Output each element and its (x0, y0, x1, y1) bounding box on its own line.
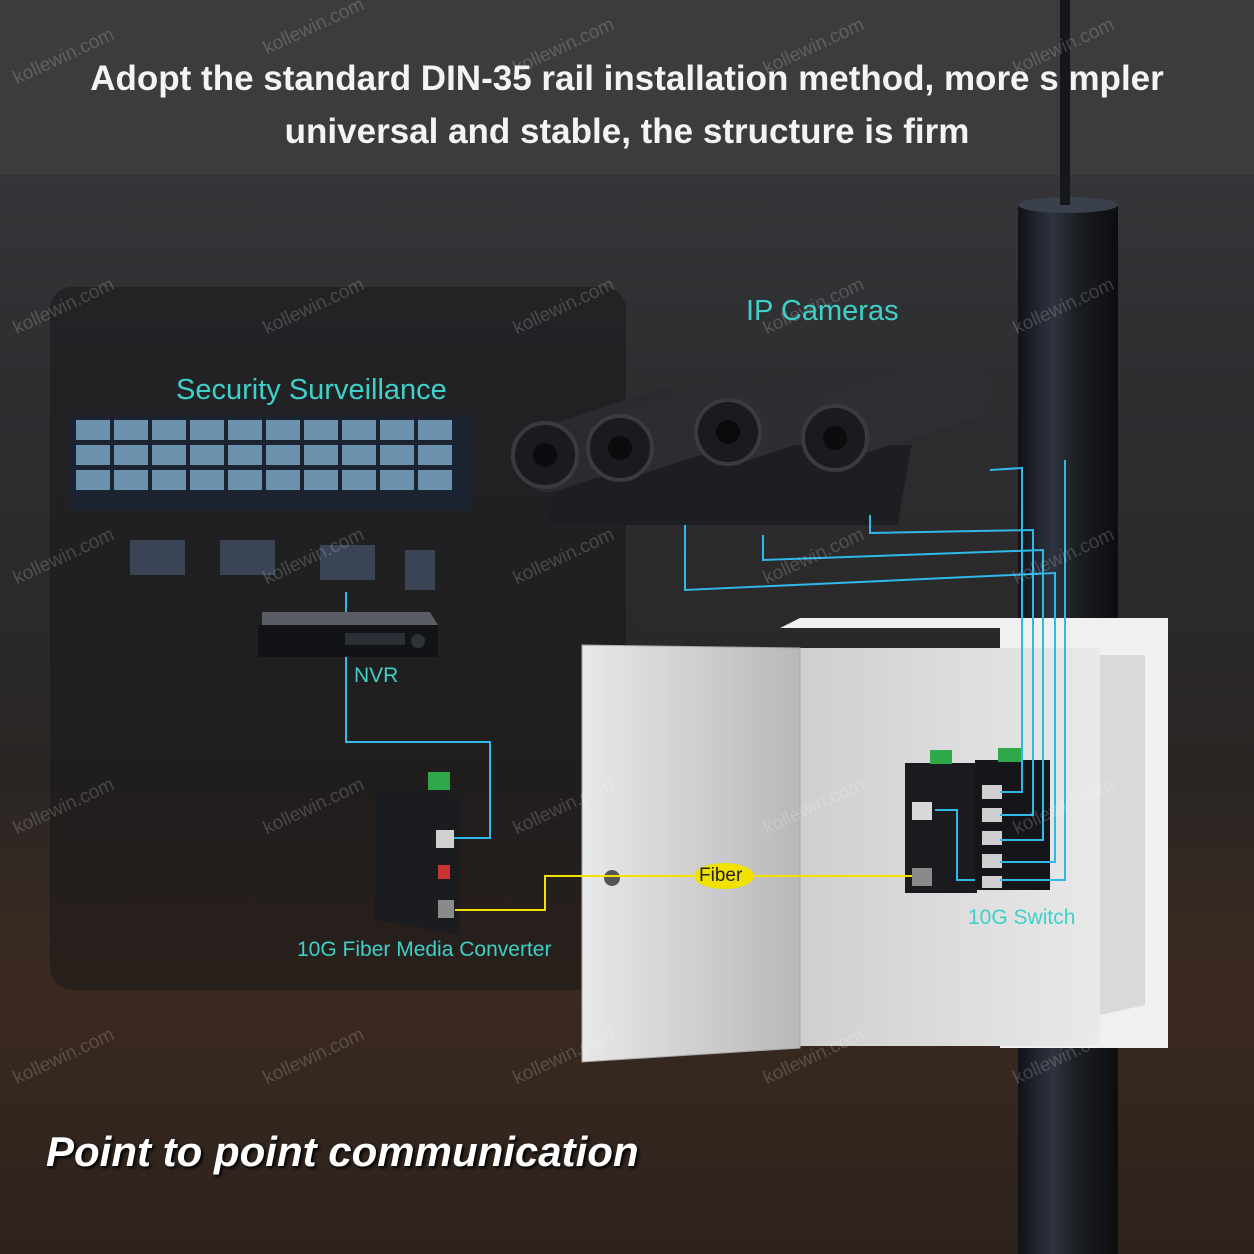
security-surveillance-label: Security Surveillance (176, 374, 447, 406)
media-converter-label: 10G Fiber Media Converter (297, 938, 552, 961)
camera-4-link (989, 466, 1023, 793)
camera-3 (694, 360, 880, 466)
enclosure (581, 618, 1168, 1063)
enclosure-door (581, 644, 801, 1063)
nvr-label: NVR (354, 664, 399, 687)
switch-internal-link (935, 809, 975, 881)
network-links (345, 460, 1066, 881)
camera-3-link (869, 515, 1034, 816)
cable (1060, 0, 1070, 205)
camera-4 (801, 355, 990, 472)
fiber-label: Fiber (699, 865, 743, 886)
headline-line-1: Adopt the standard DIN-35 rail installat… (90, 59, 1164, 98)
nvr-device (258, 612, 438, 657)
ip-cameras-label: IP Cameras (746, 295, 899, 327)
headline-line-2: universal and stable, the structure is f… (284, 112, 970, 151)
video-wall (70, 415, 470, 590)
media-converter-device (375, 772, 460, 935)
ip-cameras (511, 355, 990, 525)
switch-label: 10G Switch (968, 906, 1076, 929)
camera-1-link (684, 525, 1056, 863)
uplink-link (1000, 460, 1066, 881)
camera-2-link (762, 535, 1044, 841)
fiber-label-bubble (694, 863, 754, 889)
footer-caption: Point to point communication (46, 1128, 639, 1175)
switch-device (905, 748, 1050, 893)
nvr-to-converter-link (345, 657, 491, 839)
headline: Adopt the standard DIN-35 rail installat… (30, 52, 1224, 158)
header-band (0, 0, 1254, 175)
